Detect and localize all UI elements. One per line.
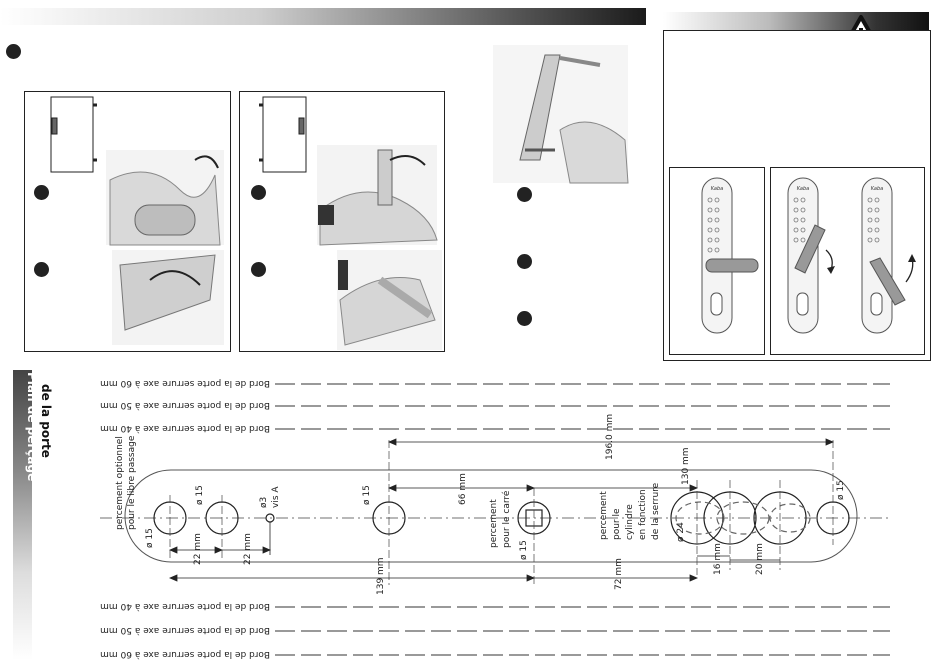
dim-label-66: 66 mm [458, 473, 468, 505]
edge-label-50-bottom: Bord de la porte serrure axe à 50 mm [100, 625, 270, 635]
sidebar-title-line2: de la porte [39, 384, 53, 458]
sidebar-band [13, 370, 32, 660]
dim-label-139: 139 mm [376, 557, 386, 595]
dim-label-72: 72 mm [614, 558, 624, 590]
header-gradient-bar [0, 8, 646, 25]
edge-label-50-top: Bord de la porte serrure axe à 50 mm [100, 400, 270, 410]
hole-label-vis: vis A [271, 486, 281, 508]
edge-label-60-top: Bord de la porte serrure axe à 60 mm [100, 378, 270, 388]
photo-step-l1 [106, 150, 224, 246]
note-cyl-line1: percement [599, 491, 609, 540]
step-bullet-l2 [34, 262, 49, 277]
step-bullet-r2 [251, 262, 266, 277]
hole-label-24: ø 24 [676, 522, 686, 542]
photo-step-r1 [317, 145, 438, 246]
brand-label-a: Kaba [711, 186, 723, 192]
sidebar-title: Plan de perçage de la porte [25, 372, 53, 481]
step-bullet-l1 [34, 185, 49, 200]
step-bullet-m3 [517, 311, 532, 326]
hole-label-15-b: ø 15 [195, 485, 205, 505]
hole-label-15-carre: ø 15 [519, 540, 529, 560]
lock-handle-c: Kaba [861, 177, 916, 334]
edge-label-40-bottom: Bord de la porte serrure axe à 40 mm [100, 601, 270, 611]
hole-label-15-right: ø 15 [836, 480, 846, 500]
photo-main [493, 45, 629, 184]
door-icon-left [50, 96, 97, 173]
note-carre-line1: percement [489, 499, 499, 548]
dim-label-22a: 22 mm [193, 533, 203, 565]
note-cyl-line2: pour le [612, 508, 622, 540]
note-cyl-line5: de la serrure [651, 482, 661, 540]
brand-label-b: Kaba [797, 186, 809, 192]
note-cyl-line4: en fonction [638, 489, 648, 540]
lock-handle-a: Kaba [701, 177, 759, 334]
note-libre-line1: percement optionnel [115, 436, 125, 530]
dim-label-16: 16 mm [713, 543, 723, 575]
step-bullet-m1 [517, 187, 532, 202]
lock-handle-b: Kaba [787, 177, 835, 334]
photo-step-l2 [112, 250, 224, 345]
hole-label-3: ø3 [259, 497, 269, 508]
sidebar-title-line1: Plan de perçage [25, 372, 39, 481]
note-libre-line2: pour le libre passage [127, 435, 137, 530]
note-carre-line2: pour le carré [501, 490, 512, 548]
photo-step-r2 [337, 250, 442, 350]
dim-label-22b: 22 mm [243, 533, 253, 565]
hole-label-15-c: ø 15 [362, 485, 372, 505]
edge-label-40-top: Bord de la porte serrure axe à 40 mm [100, 423, 270, 433]
dim-label-196: 196.0 mm [605, 414, 615, 460]
note-cyl-line3: cylindre [625, 504, 635, 540]
step-bullet-main [6, 44, 21, 59]
step-bullet-m2 [517, 254, 532, 269]
plate-outline [124, 469, 858, 563]
dim-label-130: 130 mm [681, 447, 691, 485]
door-icon-right [259, 96, 307, 173]
dim-label-20: 20 mm [755, 543, 765, 575]
step-bullet-r1 [251, 185, 266, 200]
brand-label-c: Kaba [871, 186, 883, 192]
hole-label-15-left: ø 15 [145, 528, 155, 548]
edge-label-60-bottom: Bord de la porte serrure axe à 60 mm [100, 649, 270, 659]
